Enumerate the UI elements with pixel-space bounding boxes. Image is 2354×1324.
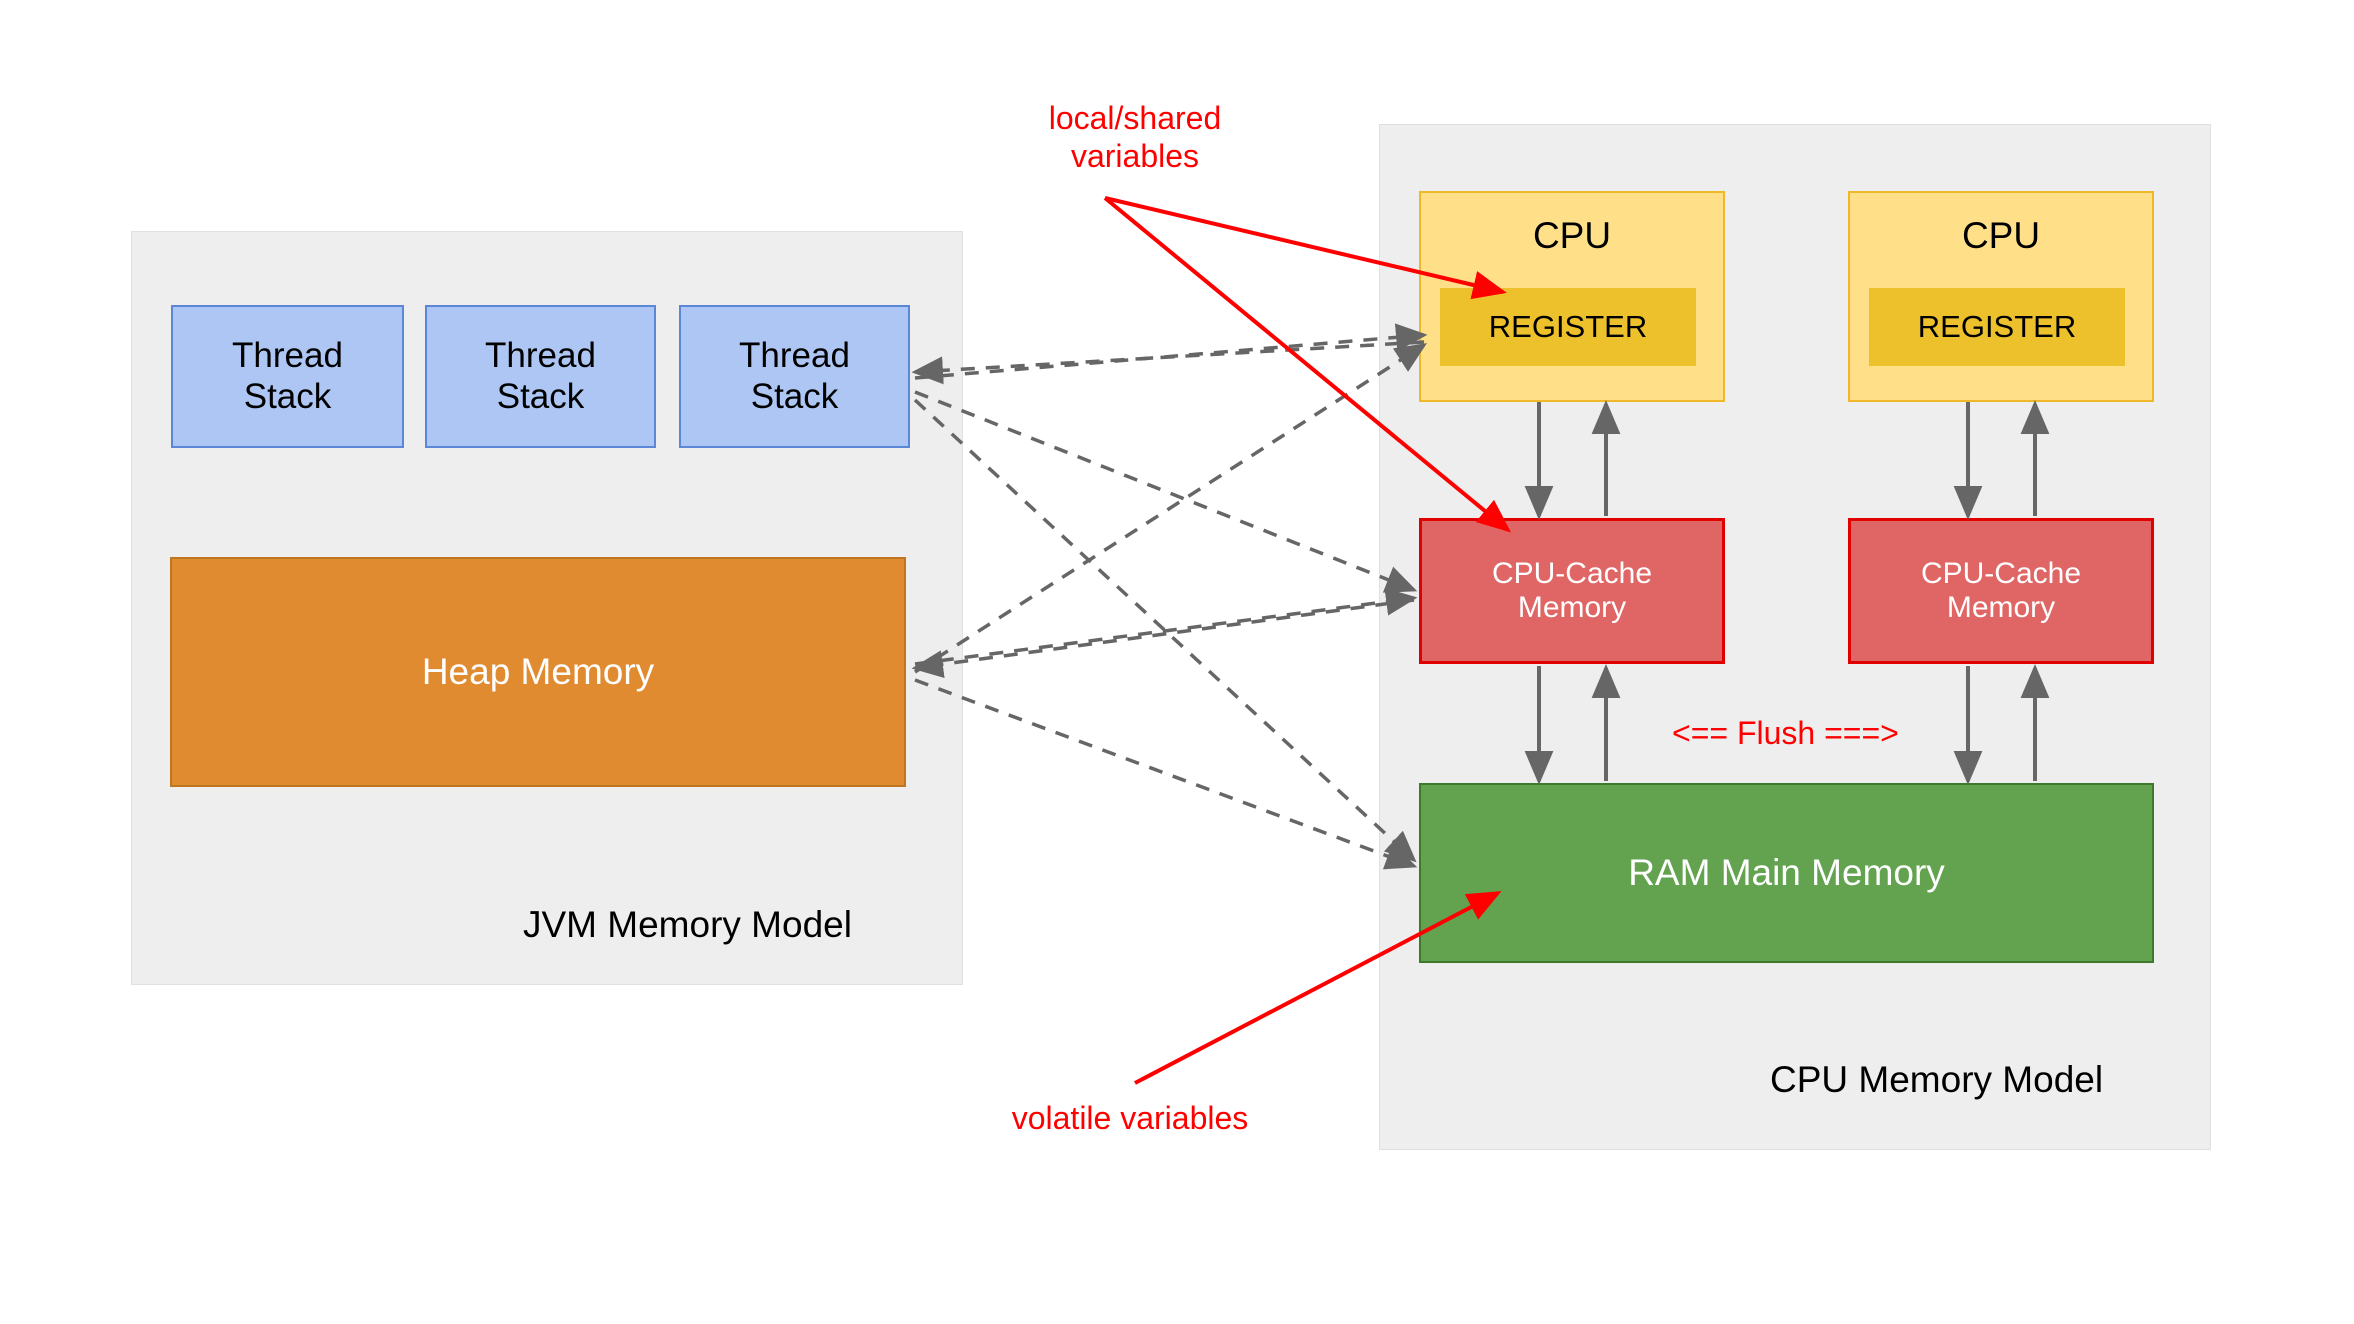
- heap-memory-box[interactable]: Heap Memory: [170, 557, 906, 787]
- ram-main-memory-box[interactable]: RAM Main Memory: [1419, 783, 2154, 963]
- jvm-panel-title: JVM Memory Model: [523, 904, 852, 945]
- ram-main-memory-label: RAM Main Memory: [1628, 851, 1945, 893]
- thread-stack-box-1[interactable]: Thread Stack: [171, 305, 404, 448]
- cpu-cache-label-2: CPU-Cache Memory: [1920, 556, 2082, 625]
- register-label-2: REGISTER: [1917, 309, 2077, 345]
- heap-memory-label: Heap Memory: [421, 650, 655, 692]
- volatile-variables-annotation: volatile variables: [1011, 1100, 1249, 1136]
- cpu-label-2: CPU: [1961, 215, 2041, 256]
- register-label-1: REGISTER: [1488, 309, 1648, 345]
- thread-stack-box-3[interactable]: Thread Stack: [679, 305, 910, 448]
- cpu-panel-title: CPU Memory Model: [1770, 1059, 2104, 1100]
- local-shared-variables-annotation: local/shared variables: [1048, 100, 1222, 174]
- thread-stack-label-2: Thread Stack: [485, 336, 596, 416]
- register-box-1[interactable]: REGISTER: [1440, 288, 1696, 366]
- register-box-2[interactable]: REGISTER: [1869, 288, 2125, 366]
- thread-stack-label-1: Thread Stack: [232, 336, 343, 416]
- cpu-cache-box-1[interactable]: CPU-Cache Memory: [1419, 518, 1725, 664]
- thread-stack-box-2[interactable]: Thread Stack: [425, 305, 656, 448]
- cpu-cache-box-2[interactable]: CPU-Cache Memory: [1848, 518, 2154, 664]
- flush-label: <== Flush ===>: [1672, 715, 1899, 751]
- cpu-label-1: CPU: [1532, 215, 1612, 256]
- cpu-cache-label-1: CPU-Cache Memory: [1491, 556, 1653, 625]
- thread-stack-label-3: Thread Stack: [739, 336, 850, 416]
